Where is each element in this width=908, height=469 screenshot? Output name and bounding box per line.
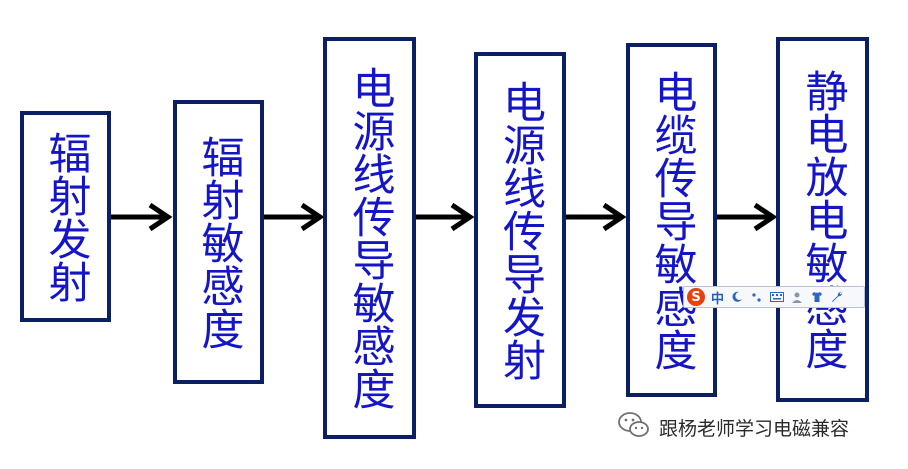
wrench-icon[interactable]	[830, 290, 844, 304]
wechat-icon	[617, 411, 651, 443]
box-cable-conducted-susceptibility: 电缆传导敏感度	[626, 43, 717, 397]
box-label: 电源线传导发射	[495, 79, 546, 381]
box-label: 辐射发射	[41, 130, 91, 303]
box-label: 电源线传导敏感度	[345, 66, 395, 410]
arrow-4	[565, 202, 627, 232]
box-radiated-emission: 辐射发射	[20, 111, 111, 322]
ime-toolbar[interactable]: S 中	[683, 286, 865, 308]
box-power-line-conducted-susceptibility: 电源线传导敏感度	[323, 37, 416, 439]
watermark-text: 跟杨老师学习电磁兼容	[659, 417, 850, 440]
arrow-2	[263, 202, 325, 232]
keyboard-icon[interactable]	[770, 290, 785, 304]
ime-mode-toggle[interactable]: 中	[711, 291, 725, 307]
box-power-line-conducted-emission: 电源线传导发射	[474, 52, 566, 408]
box-label: 辐射敏感度	[194, 134, 244, 350]
sogou-logo-icon[interactable]: S	[687, 288, 705, 306]
user-icon[interactable]	[790, 290, 804, 304]
moon-icon[interactable]	[730, 290, 744, 304]
box-esd-susceptibility: 静电放电敏感度	[776, 37, 869, 402]
punctuation-icon[interactable]	[750, 290, 764, 304]
box-label: 静电放电敏感度	[798, 69, 848, 370]
box-radiated-susceptibility: 辐射敏感度	[173, 100, 264, 384]
arrow-1	[110, 202, 173, 232]
shirt-icon[interactable]	[810, 290, 824, 304]
arrow-3	[415, 202, 475, 232]
arrow-5	[716, 202, 778, 232]
box-label: 电缆传导敏感度	[647, 69, 697, 371]
watermark: 跟杨老师学习电磁兼容	[617, 411, 849, 443]
